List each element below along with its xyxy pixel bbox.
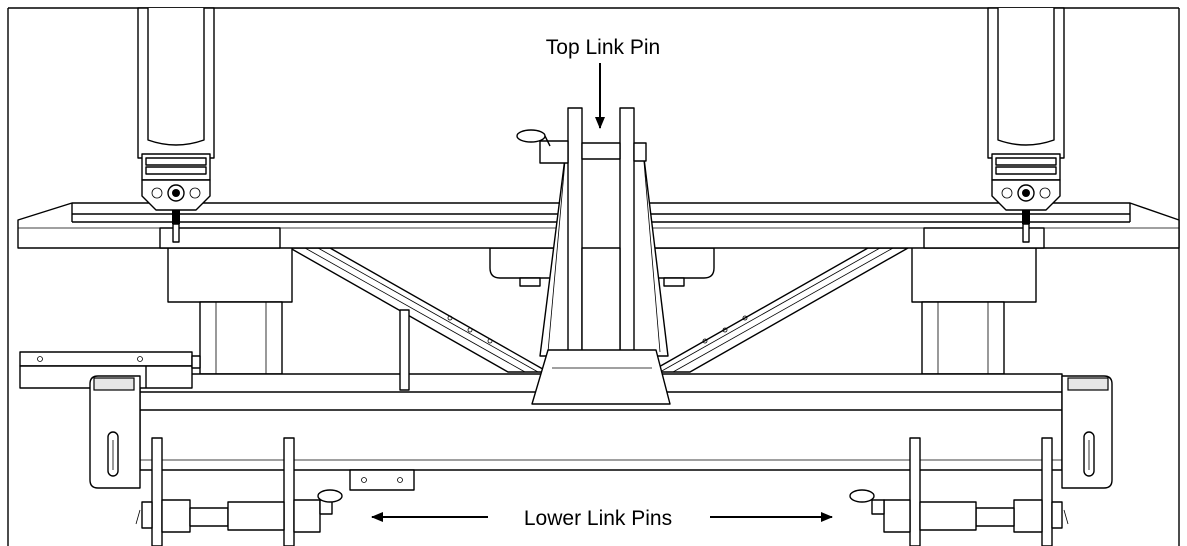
lower-link-pin-right (849, 437, 1069, 546)
center-base-block (531, 349, 671, 405)
callout-top-link-pin: Top Link Pin (520, 30, 686, 129)
left-lift-arm (137, 7, 215, 243)
callout-lower-link-pins: Lower Link Pins (371, 502, 833, 532)
top-link-pin (516, 129, 647, 164)
lower-link-pins-label: Lower Link Pins (524, 507, 672, 530)
left-end-bracket (89, 375, 141, 489)
bottom-plate (349, 469, 415, 491)
right-post (911, 239, 1037, 375)
left-post (167, 239, 293, 375)
right-end-bracket (1061, 375, 1113, 489)
cross-brace-right (649, 247, 909, 373)
right-lift-arm (987, 7, 1065, 243)
top-link-pin-label: Top Link Pin (546, 36, 660, 59)
lower-link-pin-left (135, 437, 343, 546)
